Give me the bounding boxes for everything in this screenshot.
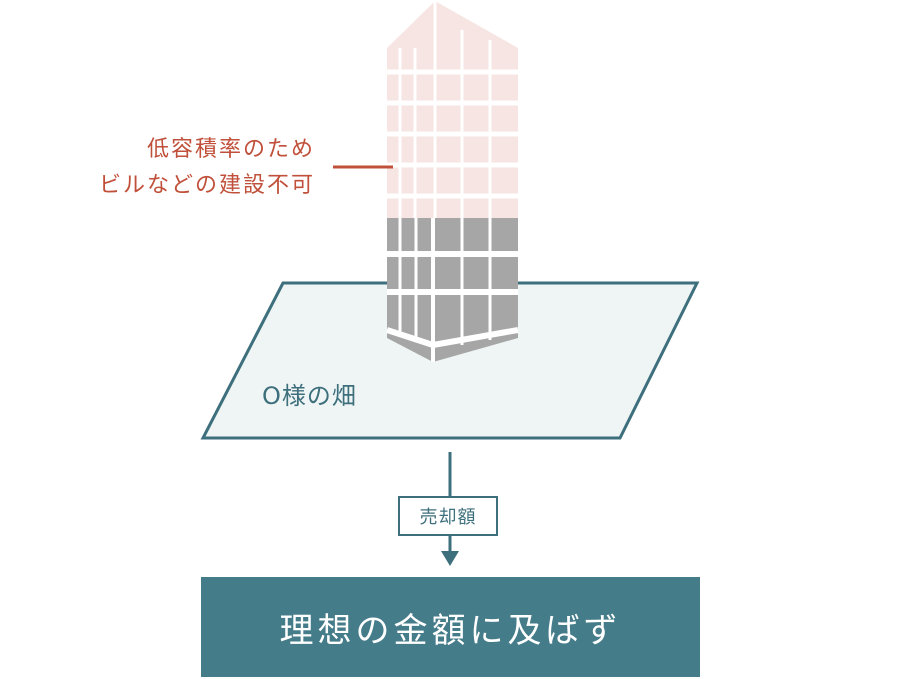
annotation-text: 低容積率のため ビルなどの建設不可 — [99, 132, 315, 204]
annotation-line-2: ビルなどの建設不可 — [98, 173, 315, 198]
building-lower-solid — [386, 218, 519, 362]
result-label: 理想の金額に及ばず — [279, 610, 622, 651]
building-upper-faded — [387, 1, 518, 218]
field-parcel — [200, 281, 700, 440]
annotation-line-1: 低容積率のため — [146, 137, 315, 162]
sale-price-tag-label: 売却額 — [419, 507, 477, 528]
result-box: 理想の金額に及ばず — [201, 577, 700, 677]
field-label: O様の畑 — [262, 382, 357, 410]
sale-price-tag: 売却額 — [398, 496, 498, 536]
flow-arrow-head — [441, 551, 459, 566]
